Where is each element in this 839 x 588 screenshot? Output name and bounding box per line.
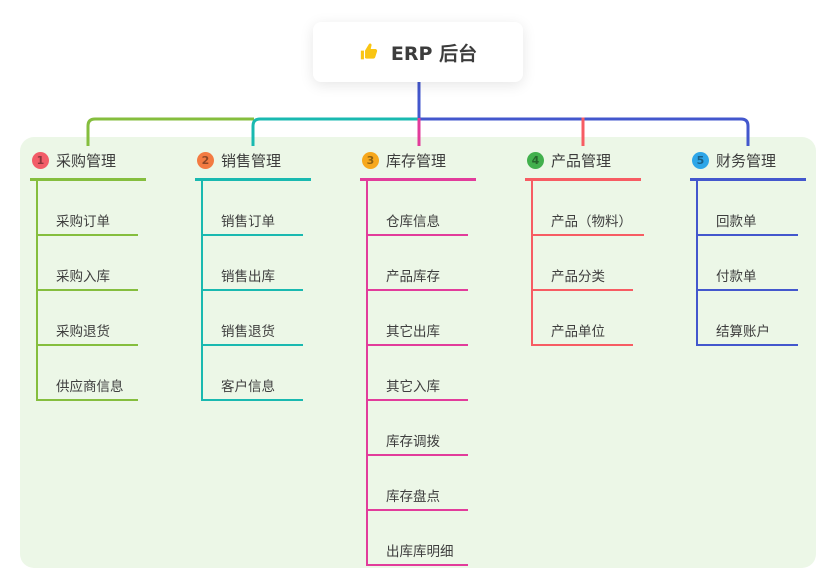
child-node[interactable]: 其它出库: [368, 291, 468, 346]
branch-title: 财务管理: [716, 152, 777, 170]
child-node[interactable]: 采购订单: [38, 181, 138, 236]
child-node[interactable]: 库存调拨: [368, 401, 468, 456]
branch-title: 采购管理: [56, 152, 117, 170]
number-badge: 1: [32, 152, 49, 169]
branch-node-product[interactable]: 4 产品管理: [525, 147, 641, 181]
child-node[interactable]: 结算账户: [698, 291, 798, 346]
branch-children: 销售订单 销售出库 销售退货 客户信息: [201, 181, 303, 401]
child-node[interactable]: 采购退货: [38, 291, 138, 346]
branch-purchase: 1 采购管理 采购订单 采购入库 采购退货 供应商信息: [30, 147, 146, 401]
branch-node-inventory[interactable]: 3 库存管理: [360, 147, 476, 181]
child-node[interactable]: 出库库明细: [368, 511, 468, 566]
root-title: ERP 后台: [390, 42, 478, 65]
branch-node-sales[interactable]: 2 销售管理: [195, 147, 311, 181]
child-node[interactable]: 仓库信息: [368, 181, 468, 236]
branch-children: 采购订单 采购入库 采购退货 供应商信息: [36, 181, 138, 401]
child-node[interactable]: 产品（物料）: [533, 181, 644, 236]
root-node[interactable]: ERP 后台: [313, 22, 523, 82]
child-node[interactable]: 产品分类: [533, 236, 633, 291]
branch-title: 销售管理: [221, 152, 282, 170]
child-node[interactable]: 供应商信息: [38, 346, 138, 401]
branch-title: 产品管理: [551, 152, 612, 170]
child-node[interactable]: 库存盘点: [368, 456, 468, 511]
child-node[interactable]: 销售出库: [203, 236, 303, 291]
number-badge: 2: [197, 152, 214, 169]
branch-finance: 5 财务管理 回款单 付款单 结算账户: [690, 147, 806, 346]
child-node[interactable]: 销售退货: [203, 291, 303, 346]
child-node[interactable]: 销售订单: [203, 181, 303, 236]
branches-background-panel: [20, 137, 816, 568]
branch-node-purchase[interactable]: 1 采购管理: [30, 147, 146, 181]
child-node[interactable]: 回款单: [698, 181, 798, 236]
branch-children: 仓库信息 产品库存 其它出库 其它入库 库存调拨 库存盘点 出库库明细: [366, 181, 468, 566]
branch-node-finance[interactable]: 5 财务管理: [690, 147, 806, 181]
thumbs-up-icon: [359, 41, 381, 63]
child-node[interactable]: 其它入库: [368, 346, 468, 401]
number-badge: 4: [527, 152, 544, 169]
number-badge: 5: [692, 152, 709, 169]
child-node[interactable]: 产品库存: [368, 236, 468, 291]
branch-product: 4 产品管理 产品（物料） 产品分类 产品单位: [525, 147, 644, 346]
number-badge: 3: [362, 152, 379, 169]
child-node[interactable]: 采购入库: [38, 236, 138, 291]
child-node[interactable]: 产品单位: [533, 291, 633, 346]
branch-children: 回款单 付款单 结算账户: [696, 181, 798, 346]
branch-title: 库存管理: [386, 152, 447, 170]
child-node[interactable]: 客户信息: [203, 346, 303, 401]
child-node[interactable]: 付款单: [698, 236, 798, 291]
branch-children: 产品（物料） 产品分类 产品单位: [531, 181, 644, 346]
branch-inventory: 3 库存管理 仓库信息 产品库存 其它出库 其它入库 库存调拨 库存盘点 出库库…: [360, 147, 476, 566]
branch-sales: 2 销售管理 销售订单 销售出库 销售退货 客户信息: [195, 147, 311, 401]
